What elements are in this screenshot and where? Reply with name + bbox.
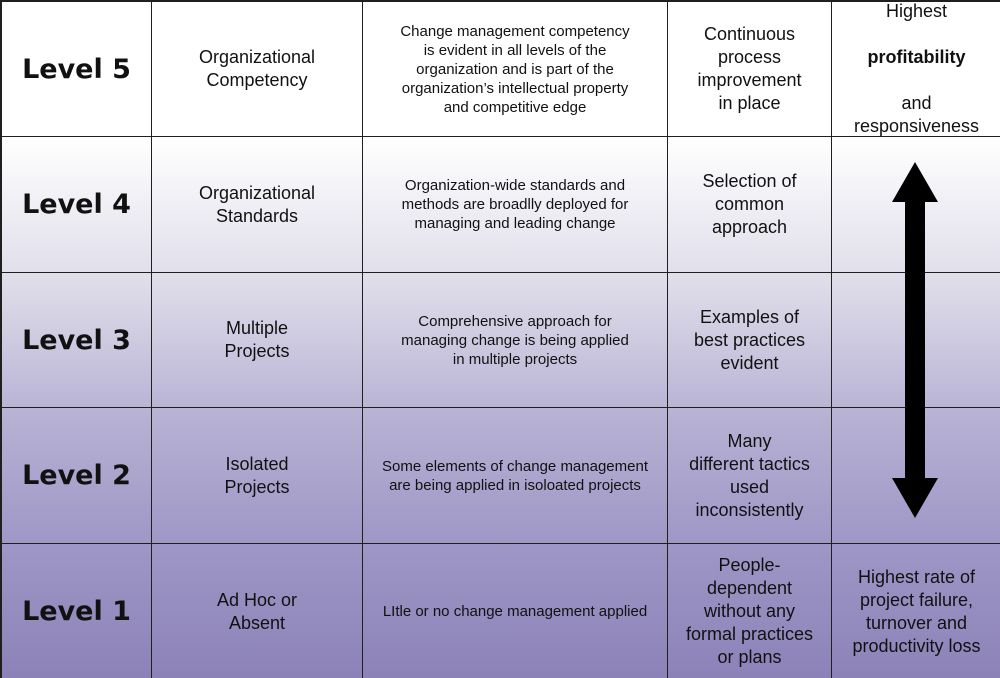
top-outcome-bold: profitability xyxy=(867,47,966,67)
level-1-characteristic: People-dependent without any formal prac… xyxy=(668,544,832,678)
level-3-description: Comprehensive approach for managing chan… xyxy=(363,273,668,408)
top-outcome-text: Highest profitability and responsiveness xyxy=(854,0,979,161)
level-2-label: Level 2 xyxy=(2,408,152,544)
bottom-outcome: Highest rate of project failure, turnove… xyxy=(832,544,1000,678)
level-1-name: Ad Hoc or Absent xyxy=(152,544,363,678)
level-1-label: Level 1 xyxy=(2,544,152,678)
level-3-outcome-empty xyxy=(832,273,1000,408)
level-1-description: LItle or no change management applied xyxy=(363,544,668,678)
level-2-description: Some elements of change management are b… xyxy=(363,408,668,544)
level-5-name: Organizational Competency xyxy=(152,2,363,137)
level-5-characteristic: Continuous process improvement in place xyxy=(668,2,832,137)
level-3-characteristic: Examples of best practices evident xyxy=(668,273,832,408)
level-4-characteristic: Selection of common approach xyxy=(668,137,832,273)
level-2-outcome-empty xyxy=(832,408,1000,544)
level-4-description: Organization-wide standards and methods … xyxy=(363,137,668,273)
level-4-name: Organizational Standards xyxy=(152,137,363,273)
level-5-description: Change management competency is evident … xyxy=(363,2,668,137)
top-outcome-line3: and responsiveness xyxy=(853,93,980,136)
top-outcome-line1: Highest xyxy=(885,1,947,21)
level-4-outcome-empty xyxy=(832,137,1000,273)
level-5-label: Level 5 xyxy=(2,2,152,137)
level-3-name: Multiple Projects xyxy=(152,273,363,408)
level-4-label: Level 4 xyxy=(2,137,152,273)
level-2-characteristic: Many different tactics used inconsistent… xyxy=(668,408,832,544)
top-outcome-cell: Highest profitability and responsiveness xyxy=(832,1,1000,137)
level-2-name: Isolated Projects xyxy=(152,408,363,544)
level-3-label: Level 3 xyxy=(2,273,152,408)
